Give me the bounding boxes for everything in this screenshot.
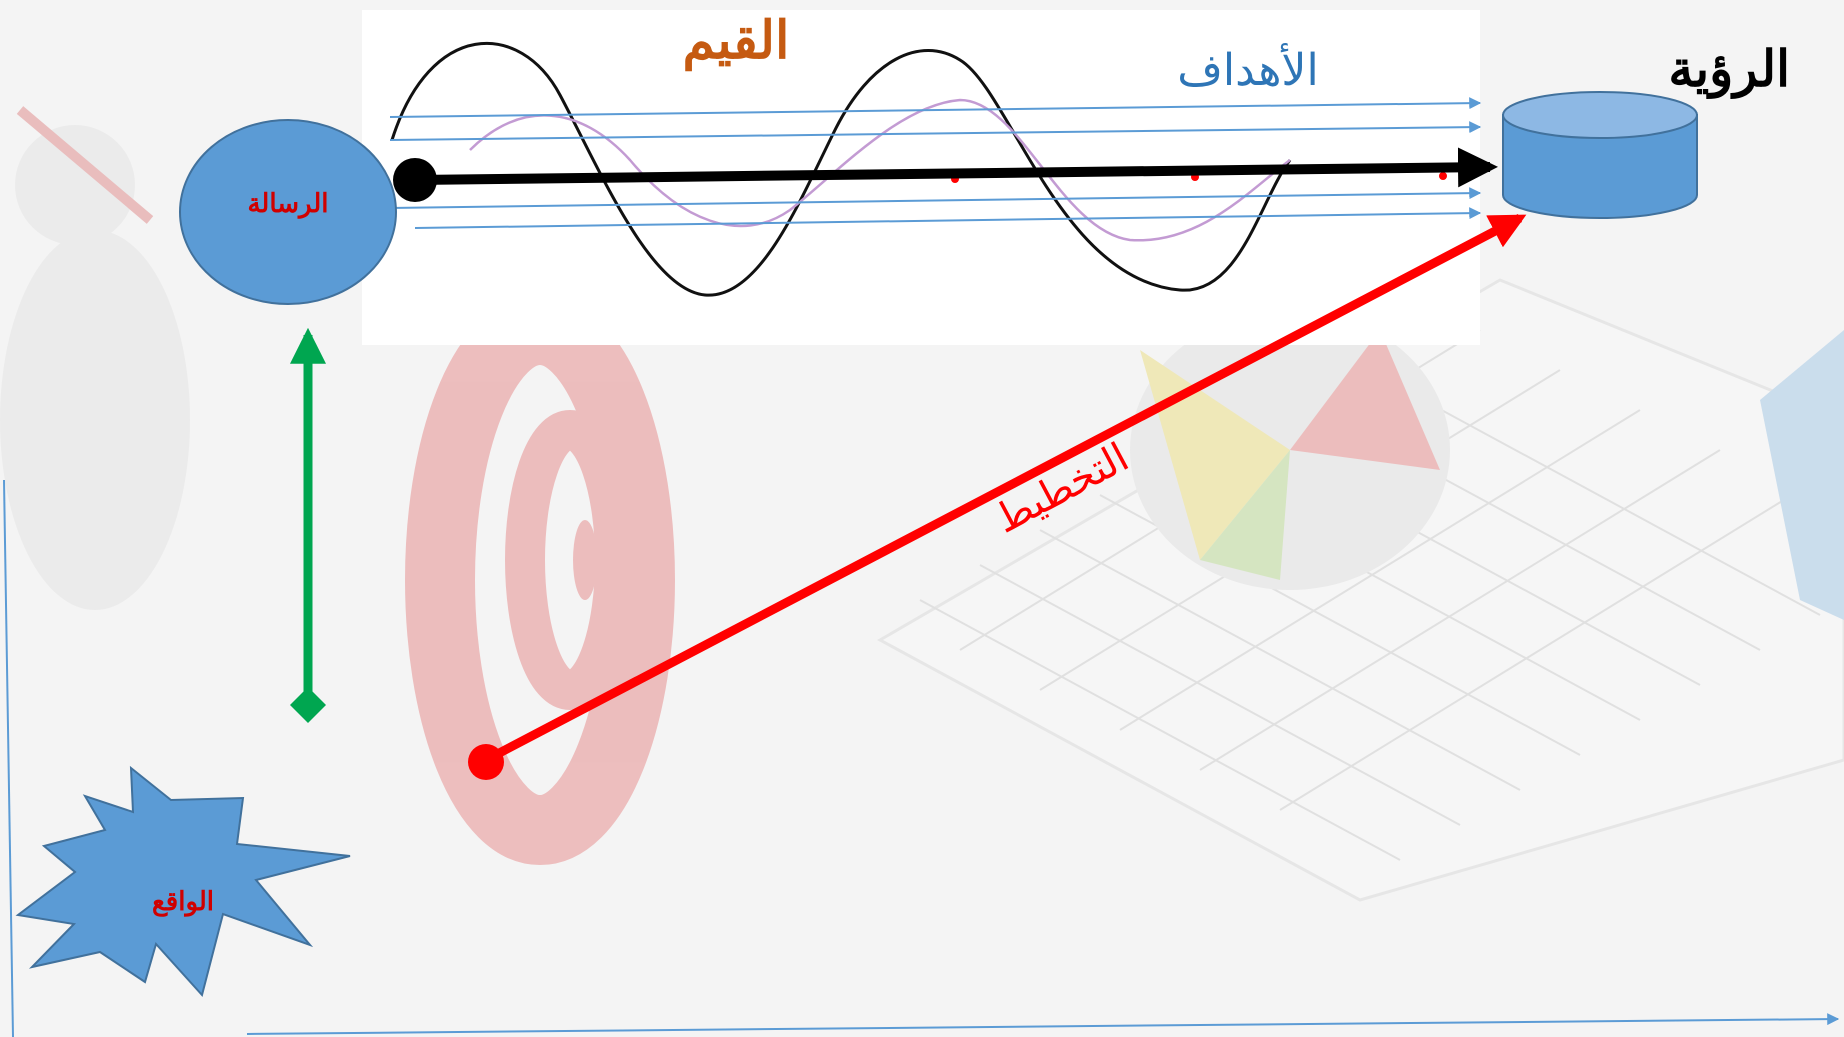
left-edge-line (3, 479, 14, 1037)
goal-lines (389, 97, 1482, 229)
background-chart-paper (876, 278, 1844, 902)
goals-label: الأهداف (1177, 42, 1318, 96)
main-arrow (414, 147, 1498, 188)
background-figure (0, 106, 190, 610)
bottom-axis-arrow (246, 1013, 1840, 1035)
values-wave-light (469, 98, 1291, 242)
values-wave-dark (390, 41, 1292, 297)
values-label: القيم (683, 10, 790, 72)
planning-arrow (483, 214, 1527, 764)
mission-circle (179, 119, 397, 305)
reality-label: الواقع (152, 887, 214, 917)
mission-label: الرسالة (247, 189, 328, 219)
vision-cylinder (1502, 91, 1698, 219)
planning-arrow-start-dot (468, 744, 504, 780)
reality-starburst (15, 765, 351, 998)
main-arrow-start-dot (393, 158, 437, 202)
vision-label: الرؤية (1668, 39, 1790, 99)
